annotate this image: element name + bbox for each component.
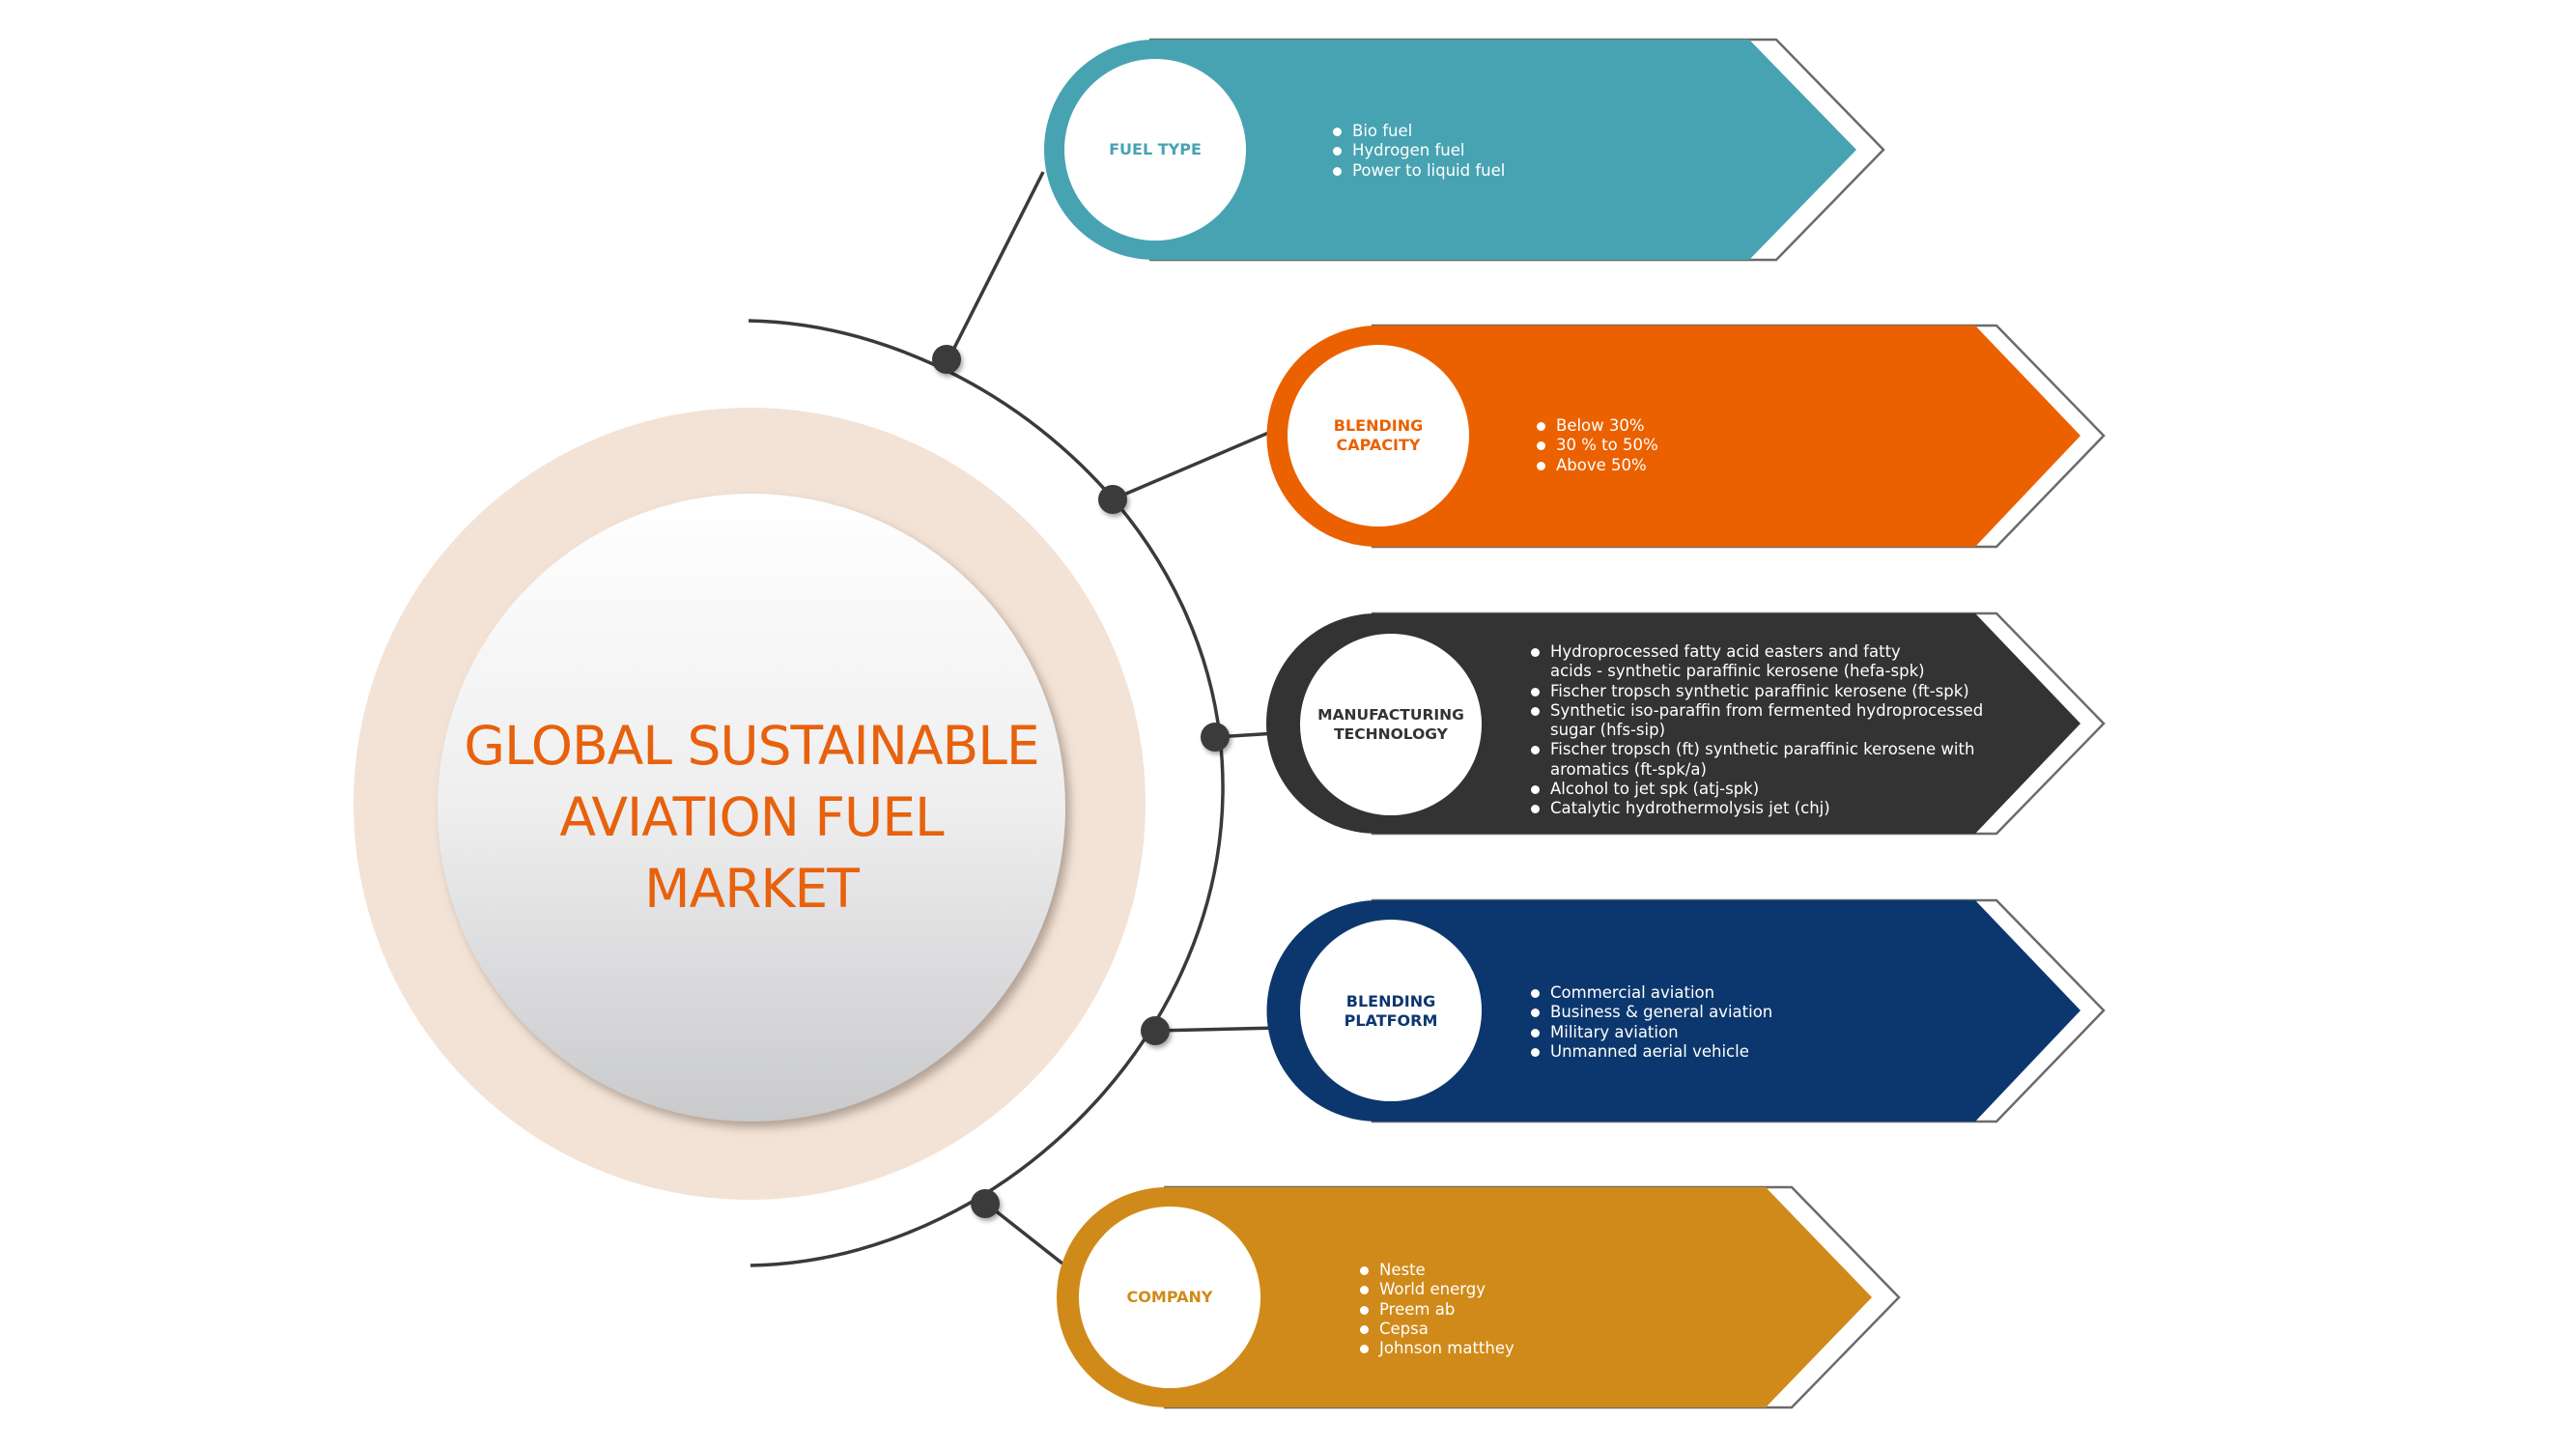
list-item: Synthetic iso-paraffin from fermented hy… [1531, 701, 1983, 721]
title-line: AVIATION FUEL [559, 786, 944, 848]
segment-list-company: Neste World energy Preem ab Cepsa Johnso… [1360, 1261, 1514, 1358]
list-item: Below 30% [1537, 416, 1658, 436]
list-item: World energy [1360, 1280, 1514, 1299]
node-dot-blending-platform [1141, 1016, 1170, 1045]
list-item: Neste [1360, 1261, 1514, 1280]
segment-shape [1057, 1187, 1872, 1407]
segment-label-fuel-type: FUEL TYPE [1064, 130, 1246, 169]
list-item: Fischer tropsch synthetic paraffinic ker… [1531, 682, 1983, 701]
node-dot-blending-capacity [1098, 485, 1127, 514]
segment-label-circle [1288, 345, 1469, 526]
list-item: Unmanned aerial vehicle [1531, 1042, 1772, 1062]
connector-line-blending-platform [1154, 1026, 1281, 1033]
segment-label-circle [1300, 920, 1482, 1101]
list-item: 30 % to 50% [1537, 436, 1658, 455]
center-circle [438, 494, 1065, 1122]
segment-blending-capacity [1266, 324, 2106, 549]
segment-manufacturing-technology [1266, 611, 2106, 836]
segment-shape [1266, 900, 2081, 1122]
node-dot-manufacturing-technology [1201, 723, 1230, 752]
list-item: Military aviation [1531, 1023, 1772, 1042]
label-line: PLATFORM [1344, 1011, 1438, 1030]
label-line: TECHNOLOGY [1334, 725, 1448, 743]
segment-list-fuel-type: Bio fuel Hydrogen fuel Power to liquid f… [1333, 122, 1505, 181]
segment-label-circle [1064, 59, 1246, 241]
list-item: Johnson matthey [1360, 1339, 1514, 1358]
label-line: BLENDING [1333, 416, 1424, 435]
market-title: GLOBAL SUSTAINABLE AVIATION FUEL MARKET [438, 710, 1065, 924]
connector-line-company [983, 1201, 1064, 1265]
node-dot-fuel-type [932, 345, 961, 374]
segment-blending-platform [1266, 898, 2106, 1123]
segment-list-blending-platform: Commercial aviation Business & general a… [1531, 983, 1772, 1062]
label-line: CAPACITY [1336, 436, 1421, 454]
segment-label-company: COMPANY [1079, 1278, 1260, 1317]
list-item: Preem ab [1360, 1300, 1514, 1320]
list-item: Cepsa [1360, 1320, 1514, 1339]
list-item: Catalytic hydrothermolysis jet (chj) [1531, 799, 1983, 818]
segment-fuel-type [1044, 38, 1885, 262]
list-item: Commercial aviation [1531, 983, 1772, 1003]
list-item: Hydroprocessed fatty acid easters and fa… [1531, 642, 1983, 662]
list-item: Above 50% [1537, 456, 1658, 475]
list-item-continuation: acids - synthetic paraffinic kerosene (h… [1550, 662, 1925, 681]
title-line: MARKET [644, 858, 860, 920]
list-item: Alcohol to jet spk (atj-spk) [1531, 780, 1983, 799]
segment-list-blending-capacity: Below 30% 30 % to 50% Above 50% [1537, 416, 1658, 475]
segment-label-manufacturing-technology: MANUFACTURING TECHNOLOGY [1292, 705, 1489, 744]
segment-label-blending-capacity: BLENDING CAPACITY [1288, 416, 1469, 455]
list-item: Business & general aviation [1531, 1003, 1772, 1022]
segment-shape [1266, 613, 2081, 834]
segment-shape [1266, 326, 2081, 547]
segment-company [1057, 1185, 1901, 1409]
label-line: MANUFACTURING [1317, 706, 1464, 724]
segment-label-circle [1300, 634, 1482, 815]
segment-label-circle [1079, 1207, 1260, 1388]
node-dot-company [971, 1189, 1000, 1218]
label-line: BLENDING [1345, 992, 1436, 1010]
title-line: GLOBAL SUSTAINABLE [464, 715, 1039, 777]
list-item-continuation: sugar (hfs-sip) [1550, 721, 1666, 740]
segment-label-blending-platform: BLENDING PLATFORM [1300, 992, 1482, 1031]
segment-shape [1044, 40, 1856, 260]
list-item: Bio fuel [1333, 122, 1505, 141]
list-item-continuation: aromatics (ft-spk/a) [1550, 759, 1707, 779]
list-item: Power to liquid fuel [1333, 161, 1505, 181]
segment-list-manufacturing-technology: Hydroprocessed fatty acid easters and fa… [1531, 642, 1983, 819]
list-item: Hydrogen fuel [1333, 141, 1505, 160]
list-item: Fischer tropsch (ft) synthetic paraffini… [1531, 740, 1983, 759]
label-line: FUEL TYPE [1109, 140, 1202, 158]
connector-line-fuel-type [947, 171, 1045, 360]
connector-line-blending-capacity [1112, 429, 1274, 501]
label-line: COMPANY [1126, 1288, 1213, 1306]
